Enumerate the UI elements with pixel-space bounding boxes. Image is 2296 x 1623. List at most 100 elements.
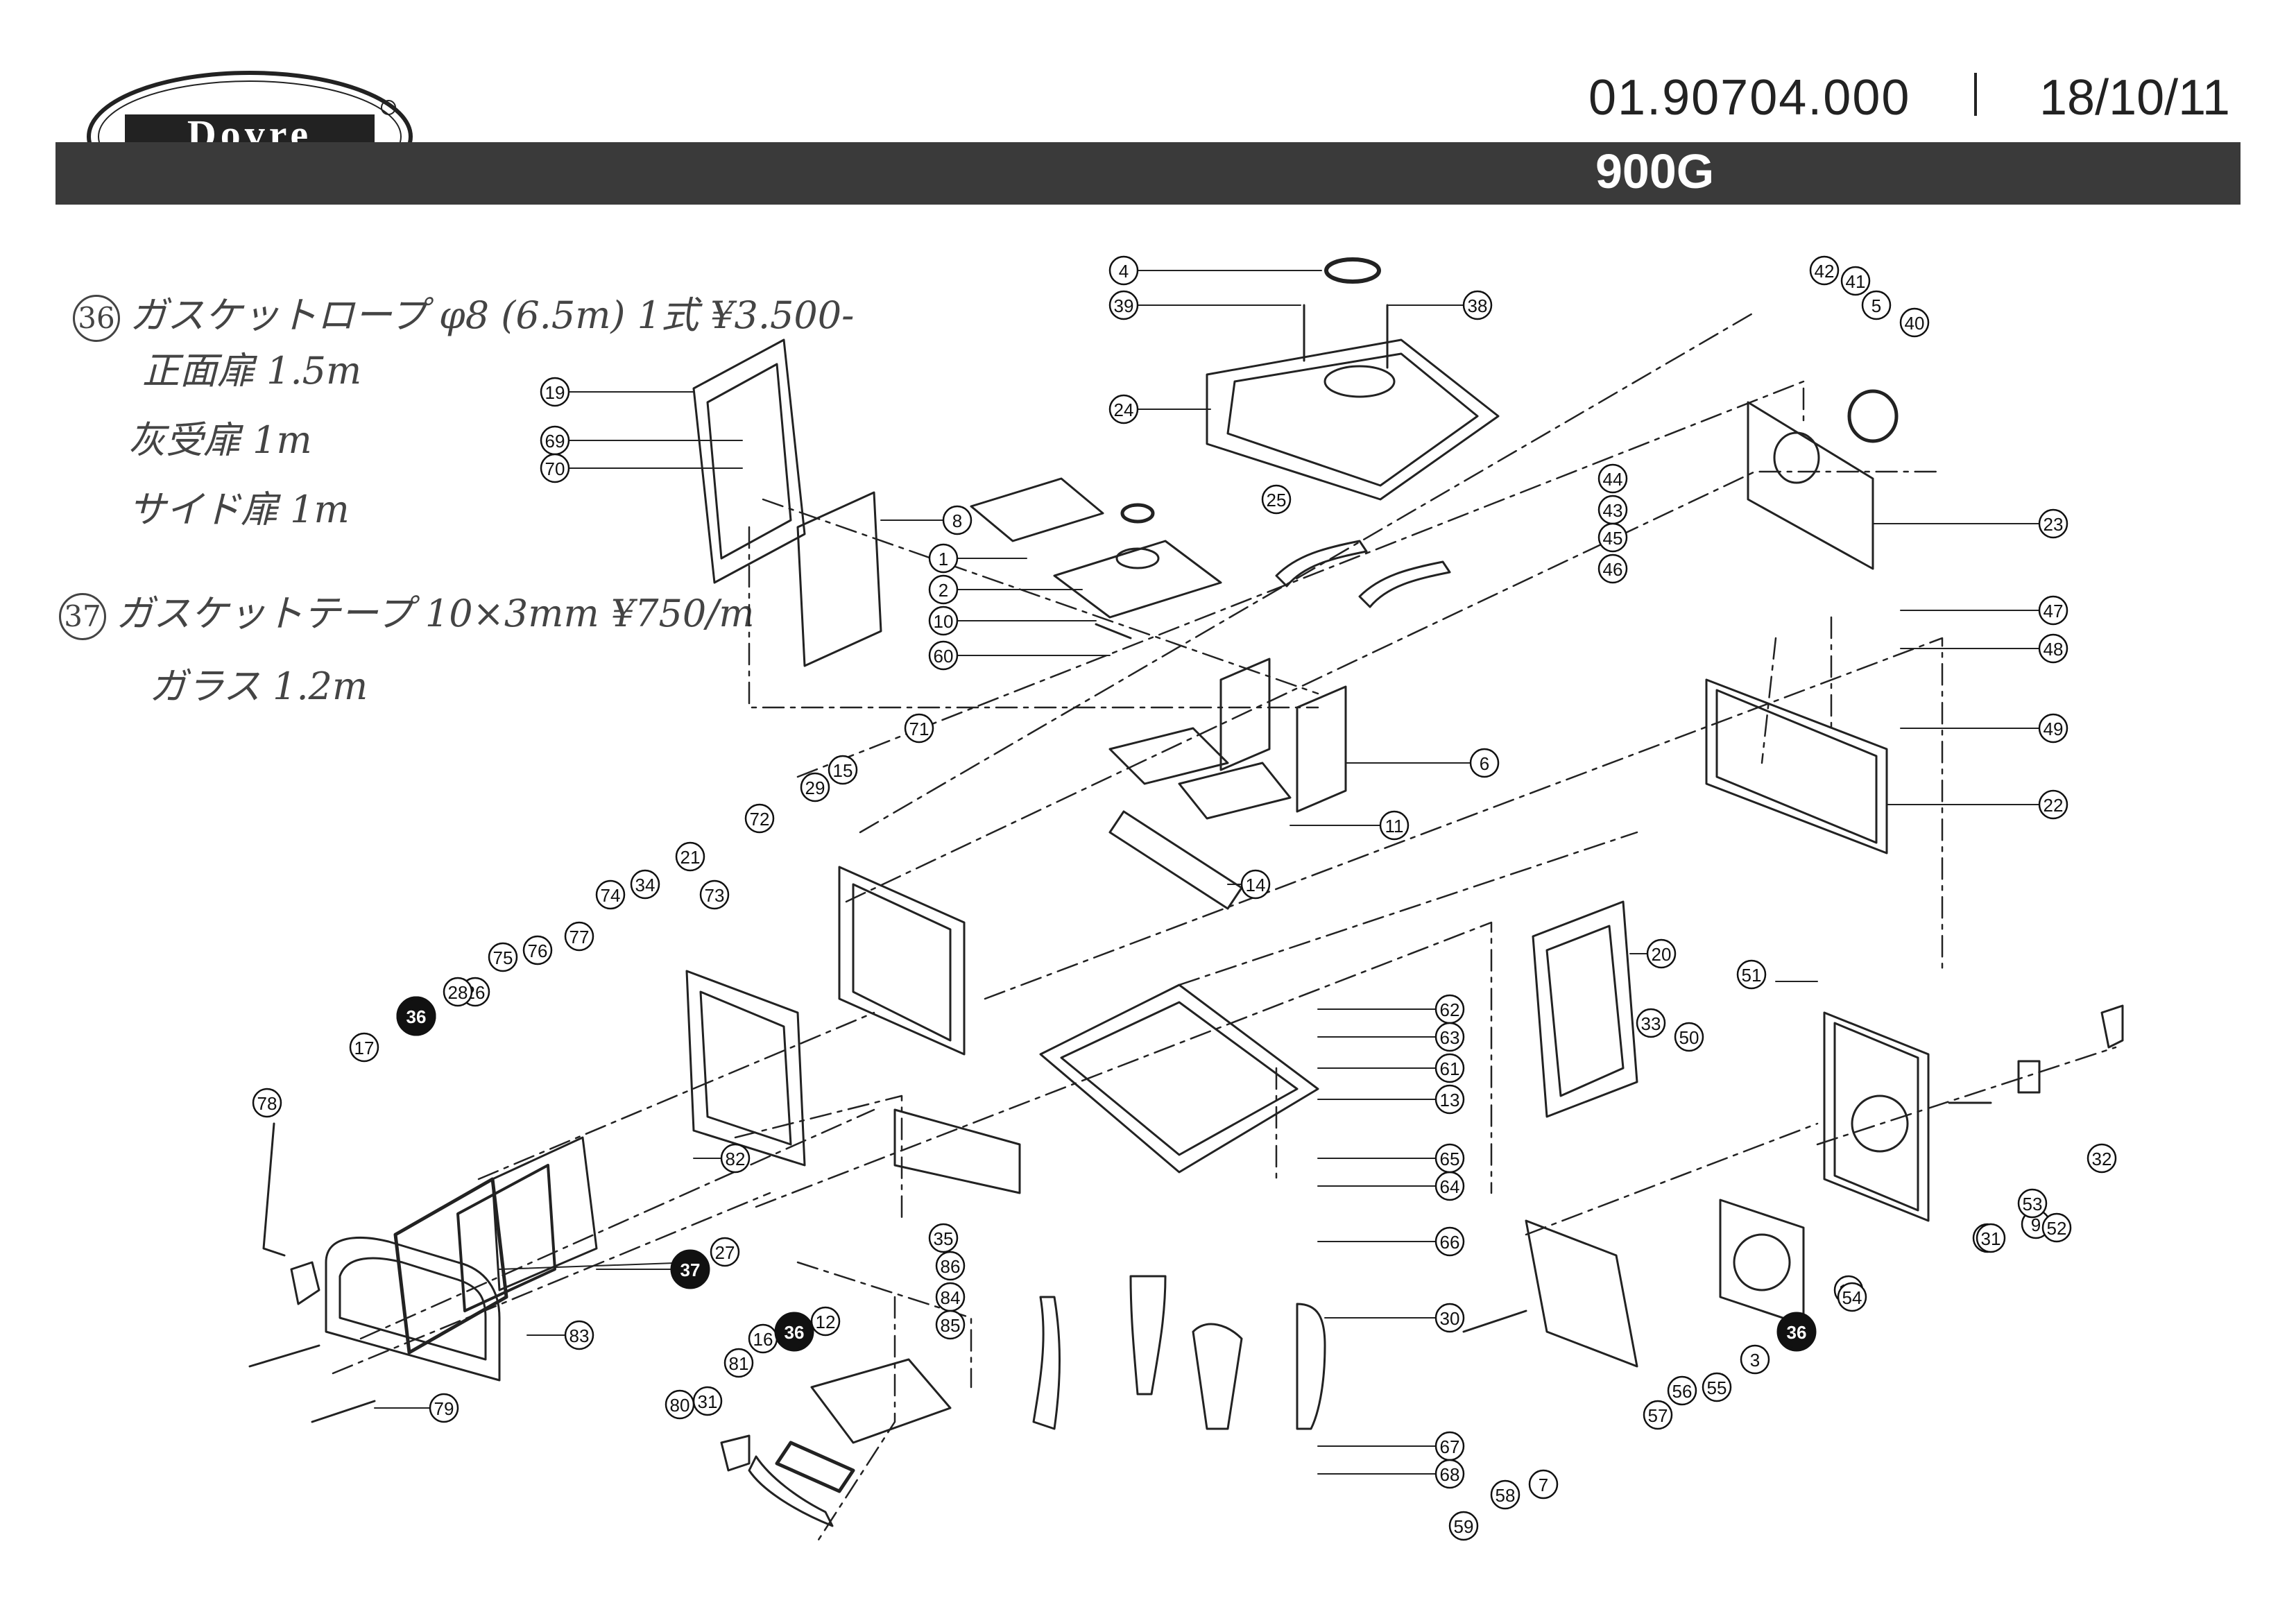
callout-number: 66 xyxy=(1440,1232,1460,1253)
callout-circle xyxy=(630,869,660,900)
callout-42: 42 xyxy=(1809,255,1840,286)
callout-41: 41 xyxy=(1840,266,1871,296)
callout-number: 42 xyxy=(1815,261,1835,282)
callout-circle xyxy=(595,879,626,910)
callout-circle xyxy=(699,879,730,910)
callout-number: 75 xyxy=(493,947,513,968)
callout-number: 27 xyxy=(715,1242,735,1263)
callout-number: 53 xyxy=(2023,1194,2043,1214)
callout-55: 55 xyxy=(1702,1372,1732,1402)
callout-60: 60 xyxy=(928,640,959,671)
callout-63: 63 xyxy=(1434,1022,1465,1052)
callout-number: 51 xyxy=(1742,965,1762,986)
callout-circle xyxy=(904,713,934,744)
callout-74: 74 xyxy=(595,879,626,910)
callout-circle xyxy=(1597,463,1628,494)
callout-number: 20 xyxy=(1652,944,1672,965)
callout-circle xyxy=(1434,1303,1465,1333)
callout-81: 81 xyxy=(723,1348,754,1378)
callout-15: 15 xyxy=(828,755,858,785)
callout-circle xyxy=(1776,1312,1817,1352)
callout-circle xyxy=(774,1312,814,1352)
callout-number: 48 xyxy=(2044,639,2064,660)
note-36-line2: 正面扉 1.5m xyxy=(142,349,362,393)
note-37-line2: ガラス 1.2m xyxy=(149,664,368,708)
callout-21: 21 xyxy=(675,841,705,872)
callout-circle xyxy=(2038,508,2068,539)
callout-66: 66 xyxy=(1434,1226,1465,1257)
callout-number: 24 xyxy=(1114,400,1134,420)
callout-number: 73 xyxy=(705,885,725,906)
callout-number: 15 xyxy=(833,760,853,781)
callout-circle xyxy=(935,1309,966,1340)
callout-circle xyxy=(396,996,436,1036)
callout-number: 49 xyxy=(2044,719,2064,739)
callout-circle xyxy=(1434,1084,1465,1115)
callout-43: 43 xyxy=(1597,495,1628,525)
callout-number: 19 xyxy=(545,382,565,403)
callout-circle xyxy=(1702,1372,1732,1402)
callout-49: 49 xyxy=(2038,713,2068,744)
callout-circle xyxy=(2038,633,2068,664)
callout-number: 9 xyxy=(2031,1214,2041,1235)
callout-circle xyxy=(522,935,553,965)
callout-number: 30 xyxy=(1440,1308,1460,1329)
callout-44: 44 xyxy=(1597,463,1628,494)
callout-circle xyxy=(1379,810,1410,841)
callout-36: 36 xyxy=(1776,1312,1817,1352)
leader-lines xyxy=(374,270,2040,1475)
callout-number: 39 xyxy=(1114,295,1134,316)
callout-circle xyxy=(810,1306,841,1337)
title-bar xyxy=(55,142,2241,205)
callout-number: 6 xyxy=(1480,753,1489,774)
callout-number: 80 xyxy=(670,1395,690,1416)
callout-number: 84 xyxy=(941,1287,961,1308)
callout-number: 78 xyxy=(257,1093,277,1114)
callout-number: 23 xyxy=(2044,514,2064,535)
callout-50: 50 xyxy=(1674,1022,1704,1052)
callout-number: 11 xyxy=(1385,816,1404,836)
callout-circle xyxy=(1469,748,1500,778)
callout-circle xyxy=(2087,1143,2117,1174)
callout-number: 46 xyxy=(1603,559,1623,580)
callout-1: 1 xyxy=(928,543,959,574)
callout-31: 31 xyxy=(1976,1223,2006,1253)
callout-79: 79 xyxy=(429,1393,459,1423)
callout-circle xyxy=(1434,1053,1465,1083)
callout-82: 82 xyxy=(720,1143,751,1174)
callout-number: 72 xyxy=(750,809,770,830)
callout-78: 78 xyxy=(252,1088,282,1118)
callout-4: 4 xyxy=(1108,255,1139,286)
callout-number: 31 xyxy=(1981,1228,2001,1249)
callout-circle xyxy=(1448,1511,1479,1541)
callout-72: 72 xyxy=(744,803,775,834)
note-37-text: ガスケットテープ 10×3mm ¥750/m xyxy=(116,592,755,635)
callout-number: 67 xyxy=(1440,1436,1460,1457)
callout-circle xyxy=(540,453,570,483)
callout-circle xyxy=(1490,1479,1520,1510)
callout-2: 2 xyxy=(928,574,959,605)
callout-circle xyxy=(1434,1459,1465,1489)
callout-16: 16 xyxy=(748,1323,778,1354)
callout-circle xyxy=(828,755,858,785)
callout-12: 12 xyxy=(810,1306,841,1337)
callout-circle xyxy=(1597,553,1628,584)
callout-circle xyxy=(928,640,959,671)
callout-circle xyxy=(928,1223,959,1253)
callout-31: 31 xyxy=(692,1386,723,1416)
assembly-lines xyxy=(332,311,2117,1541)
callout-circle xyxy=(349,1032,379,1063)
callout-6: 6 xyxy=(1469,748,1500,778)
callout-circle xyxy=(1646,938,1677,969)
note-36-text: ガスケットロープ φ8 (6.5m) 1式 ¥3.500- xyxy=(130,293,855,337)
callout-61: 61 xyxy=(1434,1053,1465,1083)
callout-25: 25 xyxy=(1261,484,1292,515)
callout-circle xyxy=(1108,394,1139,424)
callout-number: 1 xyxy=(939,549,948,569)
callout-83: 83 xyxy=(564,1320,594,1350)
note-36-line4: サイド扉 1m xyxy=(128,488,350,531)
callout-73: 73 xyxy=(699,879,730,910)
callout-number: 81 xyxy=(729,1353,749,1374)
